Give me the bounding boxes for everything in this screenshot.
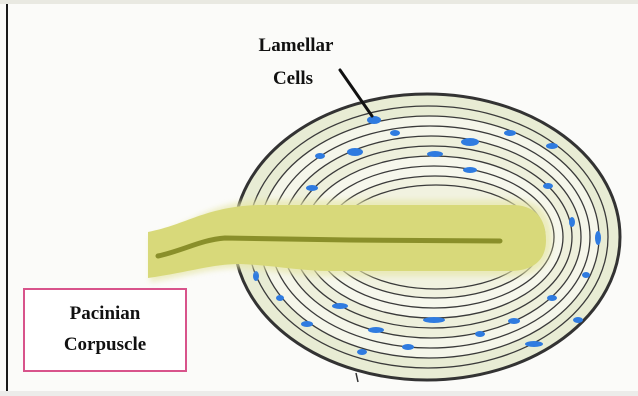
lamellar-cell xyxy=(427,151,443,157)
capsule-bottom-mark xyxy=(356,373,358,382)
lamellar-cell xyxy=(546,143,558,149)
lamellar-cell xyxy=(357,349,367,355)
lamellar-cell xyxy=(475,331,485,337)
lamellar-cell xyxy=(402,344,414,350)
lamellar-cell xyxy=(573,317,583,323)
lamellar-cells-label-line2: Cells xyxy=(240,66,346,92)
lamellar-cell xyxy=(368,327,384,333)
lamellar-cell xyxy=(595,231,601,245)
lamellar-cell xyxy=(301,321,313,327)
lamellar-cell xyxy=(390,130,400,136)
lamellar-cell xyxy=(543,183,553,189)
lamellar-cell xyxy=(582,272,590,278)
structure-name-line2: Corpuscle xyxy=(23,332,187,358)
lamellar-cell xyxy=(547,295,557,301)
lamellar-cell xyxy=(332,303,348,309)
lamellar-cell xyxy=(367,116,381,124)
lamellar-cell xyxy=(423,317,445,323)
lamellar-cell xyxy=(463,167,477,173)
lamellar-cell xyxy=(347,148,363,156)
lamellar-cells-label-line1: Lamellar xyxy=(226,33,366,59)
lamellar-cell xyxy=(306,185,318,191)
lamellar-cell xyxy=(253,271,259,281)
lamellar-cell xyxy=(315,153,325,159)
lamellar-cell xyxy=(525,341,543,347)
lamellar-cell xyxy=(508,318,520,324)
structure-name-box: Pacinian Corpuscle xyxy=(23,288,187,372)
structure-name-line1: Pacinian xyxy=(23,301,187,327)
lamellar-cell xyxy=(569,217,575,227)
lamellar-cell xyxy=(276,295,284,301)
lamellar-cell xyxy=(461,138,479,146)
lamellar-cell xyxy=(504,130,516,136)
